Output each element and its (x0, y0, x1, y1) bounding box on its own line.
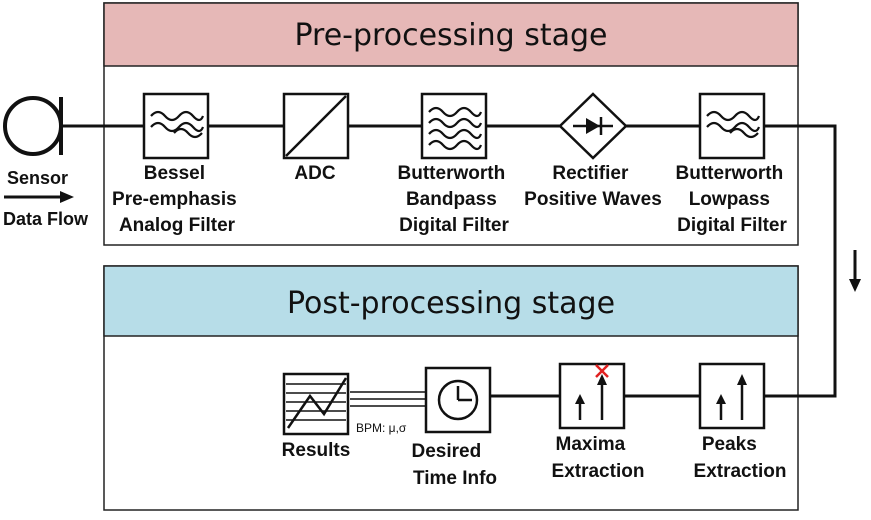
adc-block: ADC (282, 92, 350, 184)
svg-text:Results: Results (282, 440, 351, 461)
svg-text:Maxima Extraction: Maxima Extraction (552, 434, 645, 482)
peaks-arrows-icon (716, 374, 747, 420)
maxima-extraction-block: Maxima Extraction (552, 362, 645, 482)
bessel-filter-block: Bessel Pre-emphasis Analog Filter (112, 92, 242, 236)
chart-icon (286, 377, 348, 429)
adc-icon (285, 95, 347, 157)
svg-text:Bessel Pre-emphasis: Bessel Pre-emphasis Analog Filter (112, 163, 242, 236)
svg-text:Butterworth Bandpass: Butterworth Bandpass Digital Filter (398, 163, 511, 236)
svg-text:ADC: ADC (294, 163, 335, 184)
post-stage-title: Post-processing stage (287, 286, 615, 321)
bandpass-label-line2: Bandpass (406, 189, 497, 210)
maxima-label-line2: Extraction (552, 461, 645, 482)
lowpass-filter-icon-2 (706, 110, 761, 139)
peaks-label-line2: Extraction (694, 461, 787, 482)
bessel-label-line3: Analog Filter (119, 215, 236, 236)
post-stage-header (103, 265, 799, 337)
bpm-label: BPM: μ,σ (356, 421, 407, 435)
adc-label: ADC (294, 163, 335, 184)
rectifier-block: Rectifier Positive Waves (524, 92, 662, 210)
results-block: Results (282, 372, 351, 461)
lowpass-label-line2: Lowpass (689, 189, 770, 210)
bandpass-label-line3: Digital Filter (399, 215, 509, 236)
lowpass-label-line3: Digital Filter (677, 215, 787, 236)
bessel-label-line1: Bessel (144, 163, 205, 184)
bandpass-label-line1: Butterworth (398, 163, 506, 184)
rectifier-label-line1: Rectifier (552, 163, 629, 184)
results-label: Results (282, 440, 351, 461)
bandpass-filter-icon (428, 106, 483, 151)
bandpass-filter-block: Butterworth Bandpass Digital Filter (398, 92, 511, 236)
lowpass-filter-block: Butterworth Lowpass Digital Filter (676, 92, 789, 236)
lowpass-filter-icon (150, 110, 205, 139)
svg-text:Rectifier Positive Waves: Rectifier Positive Waves (524, 163, 662, 210)
data-flow-label: Data Flow (3, 209, 89, 229)
bpm-lines (350, 391, 426, 407)
peaks-label-line1: Peaks (702, 434, 757, 455)
rectifier-diode-icon (573, 117, 613, 135)
maxima-arrows-icon (575, 374, 607, 420)
sensor-icon (3, 96, 63, 156)
desired-time-label-line2: Time Info (413, 468, 497, 489)
maxima-label-line1: Maxima (556, 434, 626, 455)
peaks-extraction-block: Peaks Extraction (694, 362, 787, 482)
rectifier-label-line2: Positive Waves (524, 189, 662, 210)
desired-time-block: Desired Time Info (412, 366, 498, 489)
svg-text:Peaks Extraction: Peaks Extraction (694, 434, 787, 482)
down-arrow-icon (849, 250, 861, 292)
pre-stage-title: Pre-processing stage (294, 18, 607, 53)
svg-text:Desired Time Info: Desired Time Info (412, 441, 498, 489)
data-flow-arrow-icon (4, 191, 74, 203)
lowpass-label-line1: Butterworth (676, 163, 784, 184)
desired-time-label-line1: Desired (412, 441, 482, 462)
pre-stage-header (103, 2, 799, 67)
svg-text:Butterworth Lowpass: Butterworth Lowpass Digital Filter (676, 163, 789, 236)
sensor-label: Sensor (7, 168, 68, 188)
clock-icon (437, 379, 479, 421)
cross-mark-icon (595, 364, 609, 378)
bessel-label-line2: Pre-emphasis (112, 189, 237, 210)
